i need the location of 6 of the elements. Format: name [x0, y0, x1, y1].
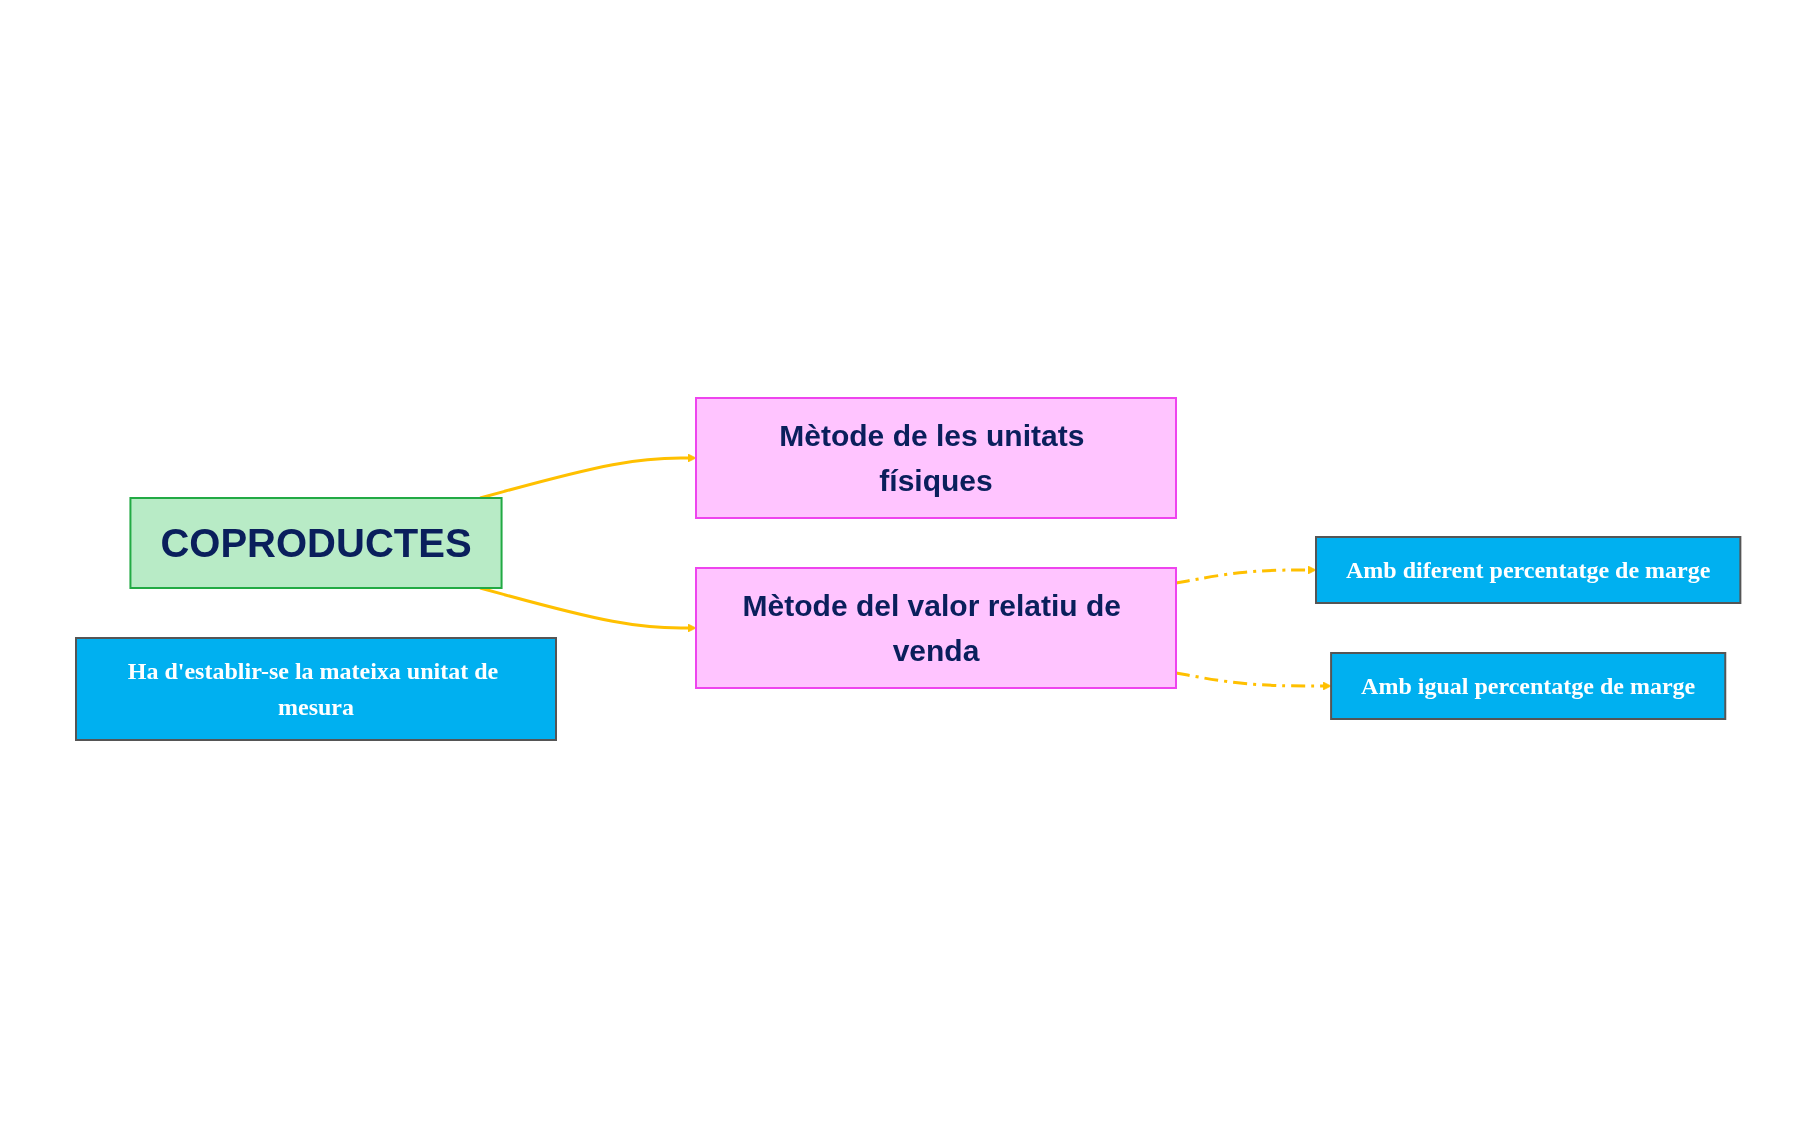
node-box: Ha d'establir-se la mateixa unitat de mesura: [74, 637, 557, 741]
node-box: Amb diferent percentatge de marge: [1314, 536, 1742, 604]
node-box: Mètode de les unitats físiques: [694, 397, 1177, 519]
node-box: Mètode del valor relatiu de venda: [694, 567, 1177, 689]
node-box: Amb igual percentatge de marge: [1329, 652, 1727, 720]
node-box: COPRODUCTES: [129, 497, 503, 589]
